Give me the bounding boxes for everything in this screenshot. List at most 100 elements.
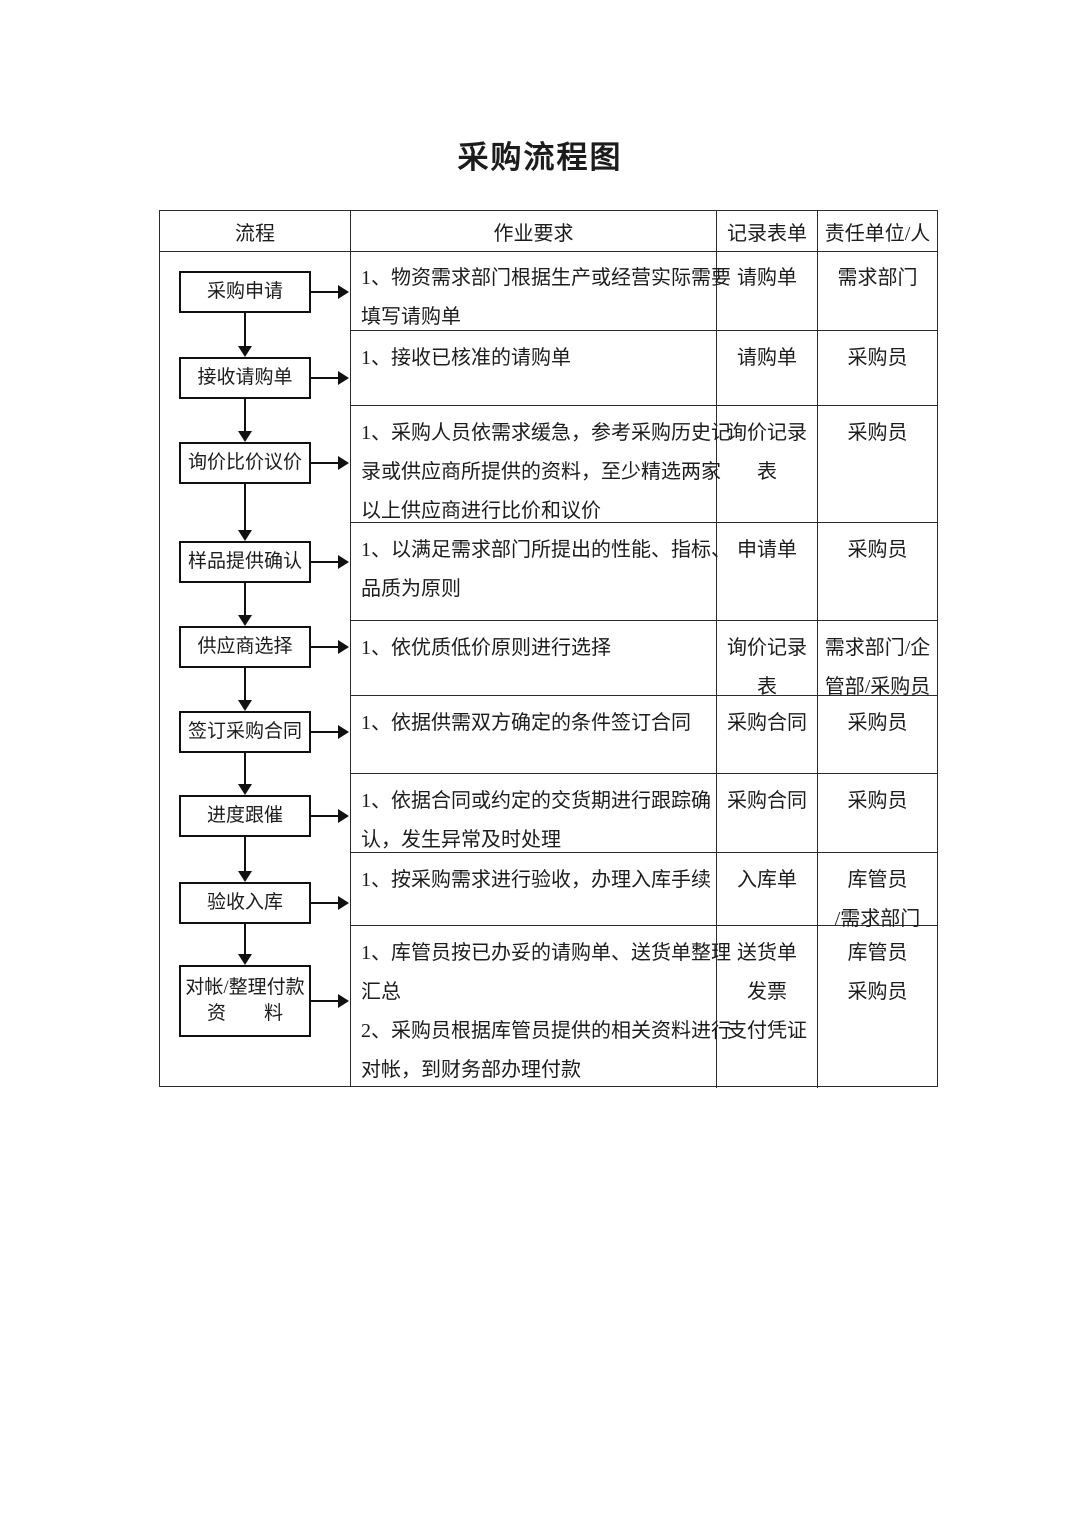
work-requirement-cell: 1、物资需求部门根据生产或经营实际需要填写请购单 — [351, 251, 731, 330]
header-process: 流程 — [160, 211, 351, 251]
arrow-down-icon — [238, 784, 252, 795]
flow-step-box: 接收请购单 — [179, 357, 311, 399]
arrow-down-line — [244, 484, 246, 531]
header-responsible-unit: 责任单位/人 — [824, 222, 931, 245]
flow-step-box: 签订采购合同 — [179, 711, 311, 753]
responsible-cell-line: 需求部门 — [837, 267, 918, 289]
responsible-cell: 需求部门/企管部/采购员 — [818, 621, 937, 698]
arrow-right-line — [311, 902, 339, 904]
responsible-cell-line: 采购员 — [847, 422, 908, 444]
work-requirement-cell-line: 1、库管员按已办妥的请购单、送货单整理 — [361, 942, 731, 964]
arrow-down-line — [244, 753, 246, 785]
table-body: 1、物资需求部门根据生产或经营实际需要填写请购单请购单 需求部门 1、接收已核准的请… — [351, 251, 937, 1088]
flow-step-label: 资 料 — [206, 1003, 283, 1024]
table-row: 1、以满足需求部门所提出的性能、指标、品质为原则 申请单 采购员 — [351, 523, 937, 621]
work-requirement-cell-line: 对帐，到财务部办理付款 — [361, 1059, 581, 1081]
record-form-cell-line: 采购合同 — [727, 790, 807, 812]
arrow-down-line — [244, 583, 246, 616]
arrow-right-icon — [338, 640, 349, 654]
work-requirement-cell-line: 品质为原则 — [361, 578, 461, 600]
flow-step-label: 接收请购单 — [197, 367, 293, 388]
work-requirement-cell-line: 录或供应商所提供的资料，至少精选两家 — [361, 461, 721, 483]
arrow-right-icon — [338, 896, 349, 910]
responsible-cell: 采购员 — [818, 406, 937, 522]
flow-step-label: 进度跟催 — [206, 805, 283, 826]
record-form-cell: 采购合同 — [717, 774, 818, 852]
responsible-cell-line: 库管员 — [847, 942, 908, 964]
flow-step-box: 样品提供确认 — [179, 541, 311, 583]
record-form-cell-line: 支付凭证 — [727, 1020, 807, 1042]
work-requirement-cell-line: 1、以满足需求部门所提出的性能、指标、 — [361, 539, 731, 561]
record-form-cell-line: 表 — [757, 461, 777, 483]
work-requirement-cell-line: 汇总 — [361, 981, 401, 1003]
flow-step-label: 对帐/整理付款 — [185, 977, 305, 998]
record-form-cell-line: 申请单 — [737, 539, 797, 561]
arrow-down-icon — [238, 954, 252, 965]
arrow-right-line — [311, 646, 339, 648]
work-requirement-cell-line: 以上供应商进行比价和议价 — [361, 500, 601, 522]
arrow-right-icon — [338, 809, 349, 823]
header-work-requirements: 作业要求 — [351, 211, 717, 251]
table-row: 1、采购人员依需求缓急，参考采购历史记录或供应商所提供的资料，至少精选两家以上供… — [351, 406, 937, 523]
record-form-cell-line: 送货单 — [737, 942, 797, 964]
arrow-right-line — [311, 377, 339, 379]
record-form-cell-line: 请购单 — [737, 267, 797, 289]
arrow-down-icon — [238, 700, 252, 711]
work-requirement-cell: 1、采购人员依需求缓急，参考采购历史记录或供应商所提供的资料，至少精选两家以上供… — [351, 406, 731, 522]
arrow-right-icon — [338, 994, 349, 1008]
flow-step-box: 对帐/整理付款资 料 — [179, 965, 311, 1037]
record-form-cell: 请购单 — [717, 251, 818, 330]
arrow-down-icon — [238, 530, 252, 541]
responsible-cell-line: /需求部门 — [834, 908, 921, 930]
flowchart-column: 采购申请接收请购单询价比价议价样品提供确认供应商选择签订采购合同进度跟催验收入库… — [160, 251, 351, 1086]
arrow-right-icon — [338, 555, 349, 569]
responsible-cell: 库管员采购员 — [818, 926, 937, 1088]
arrow-right-line — [311, 291, 339, 293]
table-row: 1、依优质低价原则进行选择询价记录表需求部门/企管部/采购员 — [351, 621, 937, 698]
table-row: 1、物资需求部门根据生产或经营实际需要填写请购单请购单 需求部门 — [351, 251, 937, 331]
work-requirement-cell-line: 填写请购单 — [361, 306, 461, 328]
responsible-cell-line: 需求部门/企 — [824, 637, 931, 659]
responsible-cell-line: 管部/采购员 — [824, 676, 931, 698]
work-requirement-cell: 1、依据供需双方确定的条件签订合同 — [351, 696, 717, 773]
record-form-cell-line: 发票 — [747, 981, 787, 1003]
arrow-down-icon — [238, 346, 252, 357]
record-form-cell: 请购单 — [717, 331, 818, 405]
flow-step-label: 供应商选择 — [197, 636, 293, 657]
responsible-cell: 采购员 — [818, 331, 937, 405]
responsible-cell-line: 采购员 — [847, 981, 908, 1003]
arrow-right-icon — [338, 456, 349, 470]
record-form-cell: 入库单 — [717, 853, 818, 925]
record-form-cell: 送货单发票支付凭证 — [717, 926, 818, 1088]
record-form-cell: 申请单 — [717, 523, 818, 620]
work-requirement-cell: 1、库管员按已办妥的请购单、送货单整理汇总 2、采购员根据库管员提供的相关资料进行… — [351, 926, 731, 1088]
record-form-cell-line: 询价记录 — [727, 637, 807, 659]
arrow-down-line — [244, 668, 246, 701]
flow-step-label: 签订采购合同 — [187, 721, 302, 742]
responsible-cell-line: 采购员 — [847, 539, 908, 561]
work-requirement-cell: 1、接收已核准的请购单 — [351, 331, 717, 405]
flow-step-box: 进度跟催 — [179, 795, 311, 837]
flow-step-box: 采购申请 — [179, 271, 311, 313]
header-record-forms: 记录表单 — [717, 211, 818, 251]
arrow-right-icon — [338, 371, 349, 385]
arrow-right-line — [311, 462, 339, 464]
flow-step-label: 采购申请 — [206, 281, 283, 302]
responsible-cell: 采购员 — [818, 774, 937, 852]
work-requirement-cell: 1、依据合同或约定的交货期进行跟踪确认，发生异常及时处理 — [351, 774, 717, 852]
work-requirement-cell-line: 1、依据合同或约定的交货期进行跟踪确 — [361, 790, 711, 812]
responsible-cell-line: 采购员 — [847, 712, 908, 734]
work-requirement-cell-line: 认，发生异常及时处理 — [361, 829, 561, 851]
work-requirement-cell-line: 1、依据供需双方确定的条件签订合同 — [361, 712, 691, 734]
arrow-right-icon — [338, 725, 349, 739]
record-form-cell: 询价记录表 — [717, 406, 818, 522]
responsible-cell: 采购员 — [818, 696, 937, 773]
table-row: 1、按采购需求进行验收，办理入库手续入库单库管员/需求部门 — [351, 853, 937, 930]
work-requirement-cell-line: 2、采购员根据库管员提供的相关资料进行 — [361, 1020, 731, 1042]
arrow-right-line — [311, 815, 339, 817]
arrow-down-icon — [238, 871, 252, 882]
arrow-down-line — [244, 837, 246, 872]
record-form-cell-line: 请购单 — [737, 347, 797, 369]
flow-step-label: 样品提供确认 — [187, 551, 302, 572]
